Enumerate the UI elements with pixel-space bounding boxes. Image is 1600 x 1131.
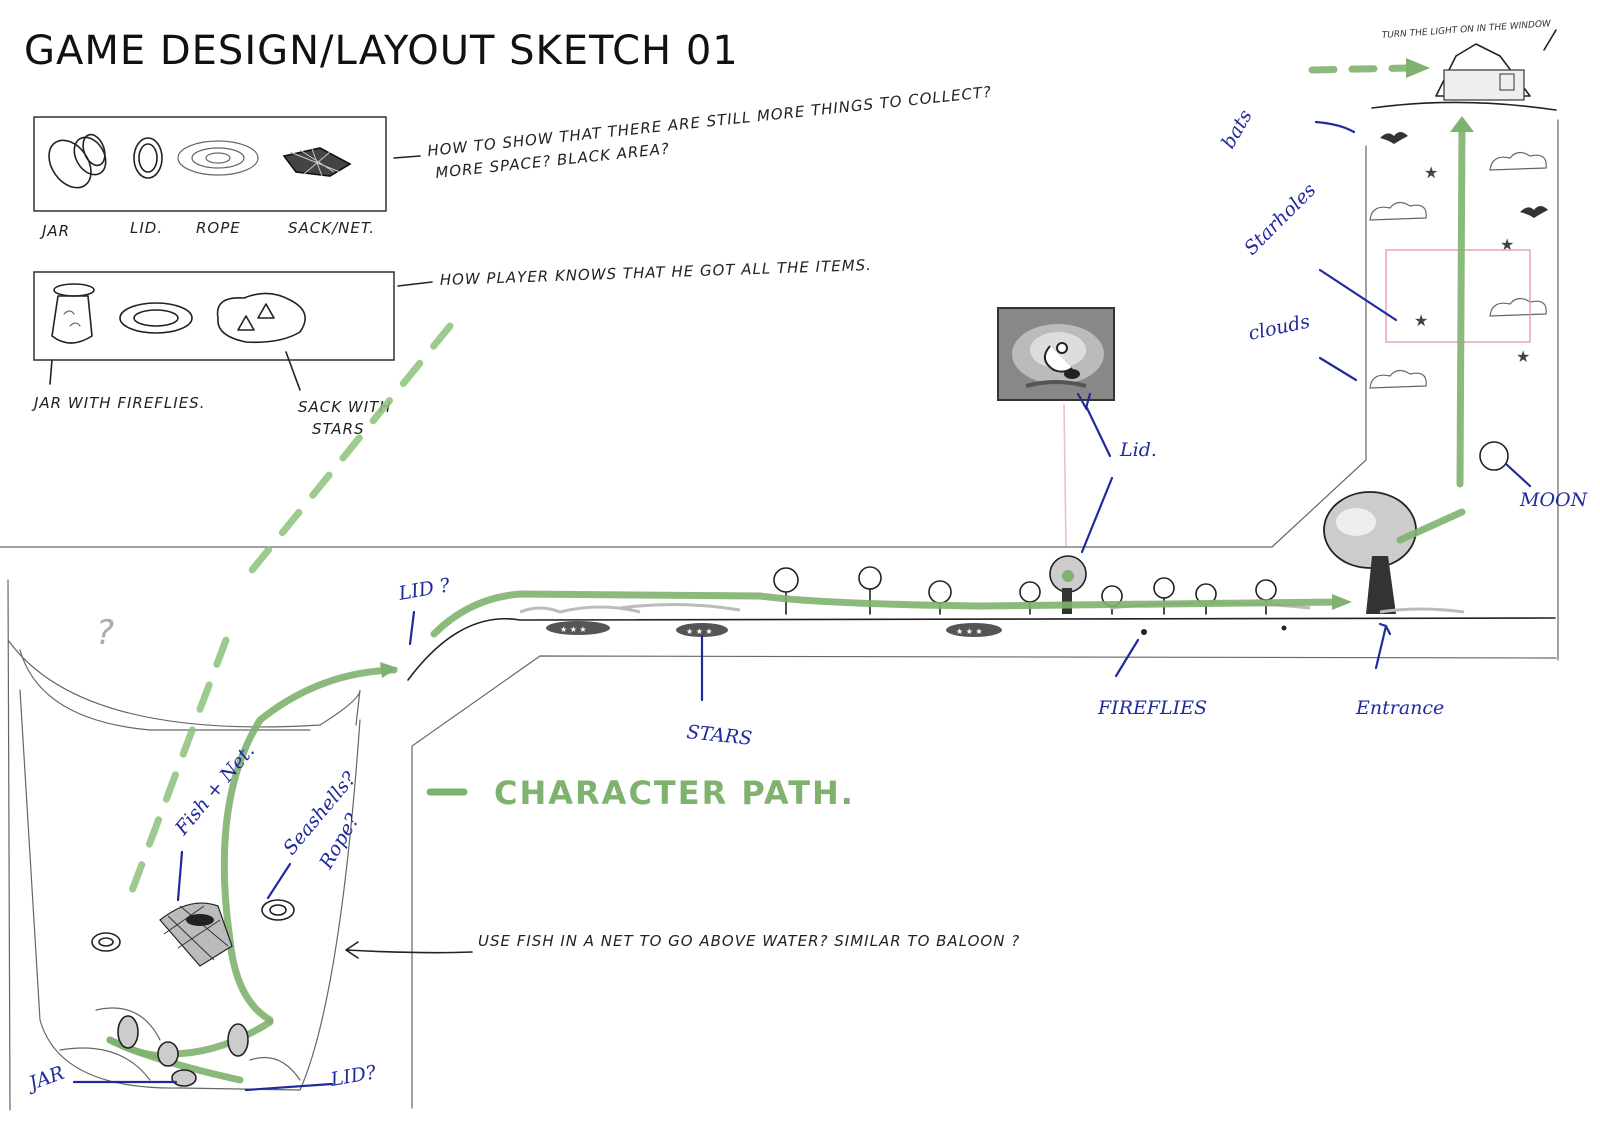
rope-coil-icon: [119, 302, 193, 334]
house-note: TURN THE LIGHT ON IN THE WINDOW: [1382, 19, 1553, 41]
cloud-icon: [1489, 297, 1547, 317]
label-jar-fireflies: JAR WITH FIREFLIES.: [31, 394, 205, 412]
jar-item-icon: [227, 1023, 249, 1057]
star-icon: ★: [1424, 163, 1438, 182]
label-rope: ROPE: [196, 219, 241, 237]
sky-annotations: bats Starholes clouds MOON: [1217, 106, 1588, 511]
tree-icon: [1195, 583, 1217, 615]
label-jar: JAR: [39, 222, 70, 240]
star-hole-icon: ★ ★ ★: [676, 623, 728, 637]
complete-note: HOW PLAYER KNOWS THAT HE GOT ALL THE ITE…: [440, 256, 873, 289]
label-lid-box: Lid.: [1119, 439, 1157, 461]
star-hole-icon: ★ ★ ★: [546, 621, 610, 635]
label-lid-water: LID?: [328, 1061, 378, 1091]
items-note-1: HOW TO SHOW THAT THERE ARE STILL MORE TH…: [427, 83, 993, 160]
sky-shaft: ★ ★ ★ ★: [1369, 132, 1548, 488]
jar-icon: [48, 133, 107, 189]
net-icon: [282, 147, 352, 177]
walkway-annotations: LID ? STARS FIREFLIES Entrance: [396, 574, 1444, 750]
legend: CHARACTER PATH.: [426, 774, 855, 812]
house-area: TURN THE LIGHT ON IN THE WINDOW: [1371, 19, 1557, 111]
bat-icon: [1380, 132, 1408, 144]
tree-icon: [928, 580, 952, 615]
bottom-note-group: USE FISH IN A NET TO GO ABOVE WATER? SIM…: [345, 932, 1020, 959]
jar-item-icon: [171, 1069, 197, 1087]
seashell-icon: [261, 899, 295, 921]
svg-text:★ ★ ★: ★ ★ ★: [686, 627, 713, 636]
label-sack-stars-2: STARS: [312, 420, 365, 438]
star-icon: ★: [1516, 347, 1530, 366]
firefly-icon: [1141, 629, 1147, 635]
question-mark: ?: [96, 613, 114, 653]
tree-icon: [1153, 577, 1175, 615]
fish-net-icon: [159, 902, 233, 967]
cloud-icon: [1369, 201, 1427, 221]
label-sack-stars-1: SACK WITH: [298, 398, 392, 416]
items-panel: JAR LID. ROPE SACK/NET. HOW TO SHOW THAT…: [33, 83, 993, 240]
complete-items-panel: JAR WITH FIREFLIES. SACK WITH STARS HOW …: [31, 256, 872, 438]
sketch-title: GAME DESIGN/LAYOUT SKETCH 01: [24, 28, 739, 74]
legend-character-path: CHARACTER PATH.: [494, 774, 855, 812]
svg-text:★ ★ ★: ★ ★ ★: [560, 625, 587, 634]
star-icon: ★: [1500, 235, 1514, 254]
star-hole-icon: ★ ★ ★: [946, 623, 1002, 637]
moon-icon: [1479, 441, 1532, 488]
cloud-icon: [1489, 151, 1547, 171]
label-moon: MOON: [1519, 489, 1589, 511]
label-lid: LID.: [130, 219, 163, 237]
level-outline: [0, 119, 1559, 1111]
sack-with-stars-icon: [216, 292, 306, 344]
tree-icon: [1101, 585, 1123, 615]
label-stars: STARS: [685, 721, 753, 750]
label-entrance: Entrance: [1355, 697, 1444, 719]
bottom-note: USE FISH IN A NET TO GO ABOVE WATER? SIM…: [478, 932, 1020, 950]
firefly-icon: [1281, 625, 1287, 631]
lid-tree-icon: [1049, 555, 1087, 614]
cloud-icon: [1369, 369, 1427, 389]
seashell-icon: [91, 932, 121, 952]
label-fireflies: FIREFLIES: [1097, 697, 1207, 719]
lid-icon: [133, 137, 163, 179]
house-icon: [1371, 43, 1557, 111]
label-jar-water: JAR: [22, 1062, 67, 1096]
label-lid-question: LID ?: [396, 574, 452, 605]
star-icon: ★: [1414, 311, 1428, 330]
tree-icon: [1255, 579, 1277, 615]
big-tree-icon: [1323, 491, 1417, 614]
label-bats: bats: [1217, 106, 1257, 153]
jar-item-icon: [157, 1041, 179, 1067]
rope-icon: [177, 140, 259, 176]
label-sack-net: SACK/NET.: [288, 219, 375, 237]
label-starholes: Starholes: [1240, 179, 1321, 260]
jar-item-icon: [117, 1015, 139, 1049]
walkway-scenery: ★ ★ ★ ★ ★ ★ ★ ★ ★: [519, 491, 1465, 637]
lid-preview-box: [997, 307, 1115, 401]
tree-icon: [1019, 581, 1041, 615]
jar-with-fireflies-icon: [51, 283, 95, 344]
tree-icon: [773, 567, 799, 615]
label-clouds: clouds: [1246, 310, 1312, 345]
svg-text:★ ★ ★: ★ ★ ★: [956, 627, 983, 636]
bat-icon: [1520, 206, 1548, 218]
